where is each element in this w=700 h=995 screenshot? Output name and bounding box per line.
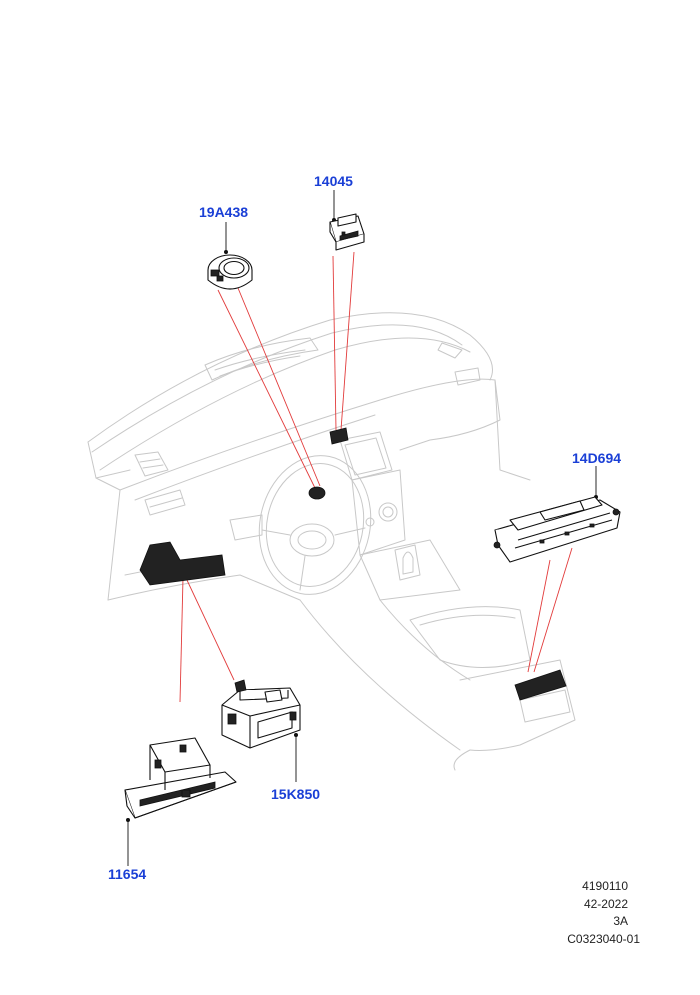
callout-15k850[interactable]: 15K850 — [271, 786, 321, 802]
reference-line-1: 4190110 — [582, 879, 628, 893]
leader-lines — [179, 251, 573, 703]
reference-line-2: 42-2022 — [583, 896, 628, 911]
part-14d694-control-panel[interactable] — [493, 496, 621, 563]
callout-14045[interactable]: 14045 — [314, 173, 353, 189]
reference-block: 4190110 42-2022 3A C0323040-01 — [520, 878, 640, 948]
callout-19a438[interactable]: 19A438 — [199, 204, 249, 220]
reference-line-3: 3A — [613, 914, 628, 928]
callout-leaders — [126, 190, 598, 866]
reference-line-4: C0323040-01 — [567, 931, 640, 946]
callout-14d694[interactable]: 14D694 — [572, 450, 622, 466]
part-14045-module[interactable] — [329, 213, 365, 251]
dashboard-outline — [87, 312, 576, 771]
part-19a438-switch[interactable] — [207, 254, 253, 290]
callout-11654[interactable]: 11654 — [108, 866, 147, 882]
part-11654-fuse-box[interactable] — [124, 737, 237, 819]
part-15k850-junction-box[interactable] — [221, 679, 301, 749]
installed-parts — [139, 427, 567, 701]
